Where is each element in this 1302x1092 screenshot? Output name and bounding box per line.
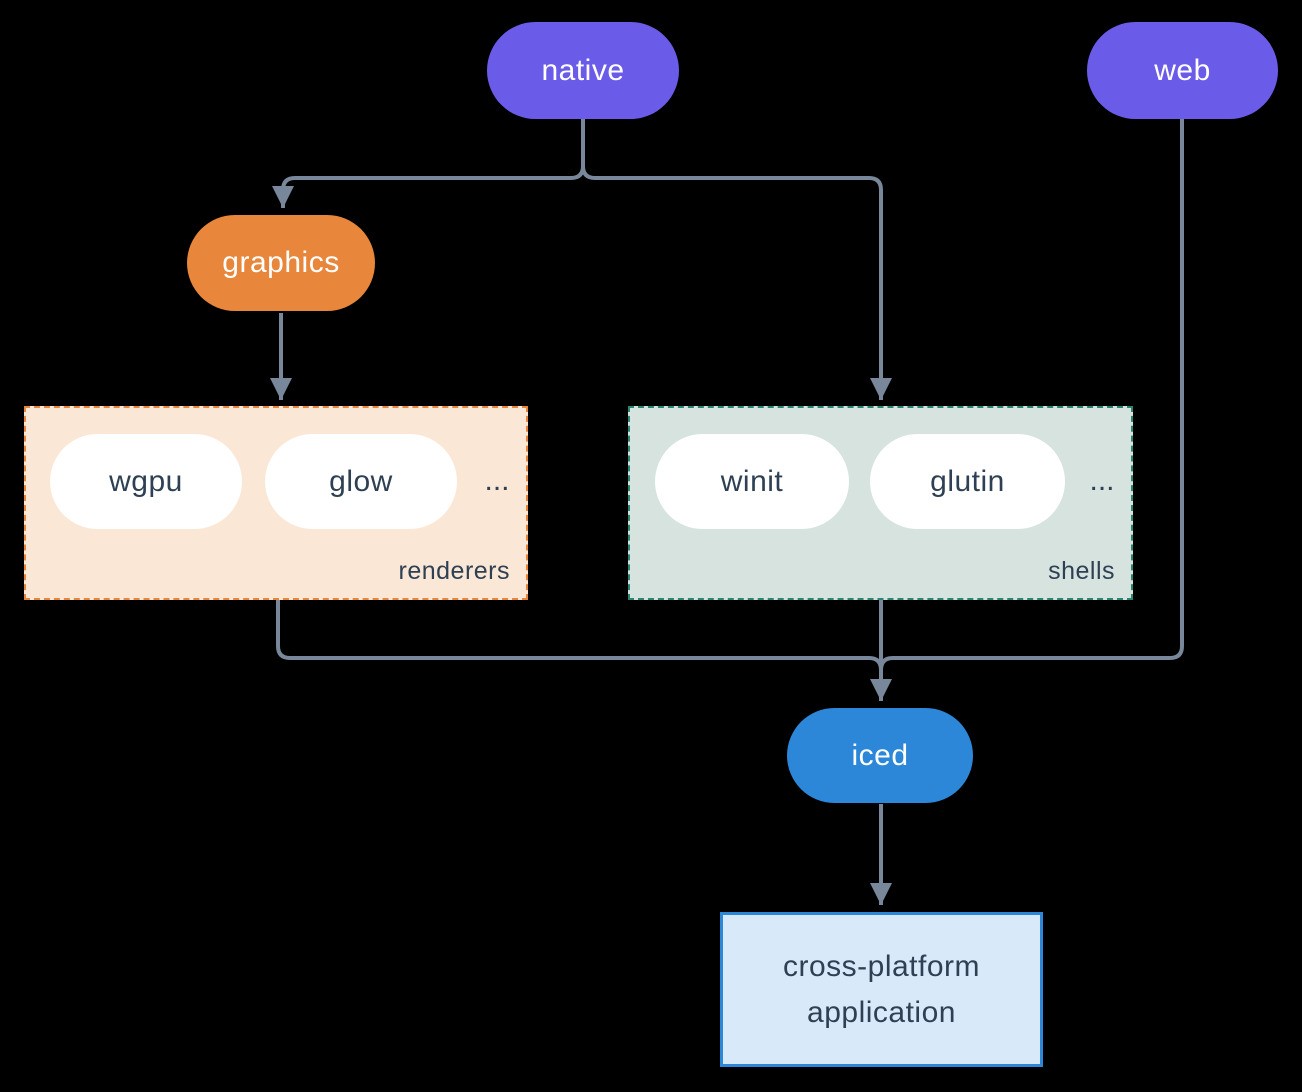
iced-node: iced [787,708,973,803]
renderers-ellipsis: ... [484,464,510,497]
edge-native-to-graphics [272,119,585,208]
app-label-line1: cross-platform [782,949,981,983]
glutin-node: glutin [870,434,1065,529]
glow-label: glow [329,464,393,498]
glow-node: glow [265,434,457,529]
app-label-line2: application [807,995,956,1029]
web-label: web [1154,53,1211,87]
glutin-label: glutin [930,464,1005,498]
graphics-label: graphics [222,246,340,279]
shells-ellipsis: ... [1089,464,1115,497]
iced-label: iced [851,738,909,772]
native-label: native [541,53,625,87]
graphics-node: graphics [187,215,375,311]
shells-group: winit glutin ... shells [628,406,1133,600]
winit-node: winit [655,434,849,529]
shells-group-label: shells [1048,557,1115,585]
winit-label: winit [720,464,784,498]
wgpu-node: wgpu [50,434,242,529]
renderers-group-label: renderers [398,557,510,585]
edge-renderers-to-merge [276,600,883,682]
native-node: native [487,22,679,119]
wgpu-label: wgpu [109,464,183,498]
web-node: web [1087,22,1278,119]
cross-platform-application-node: cross-platform application [720,912,1043,1067]
edge-native-to-shells [581,160,892,400]
renderers-group: wgpu glow ... renderers [24,406,528,600]
